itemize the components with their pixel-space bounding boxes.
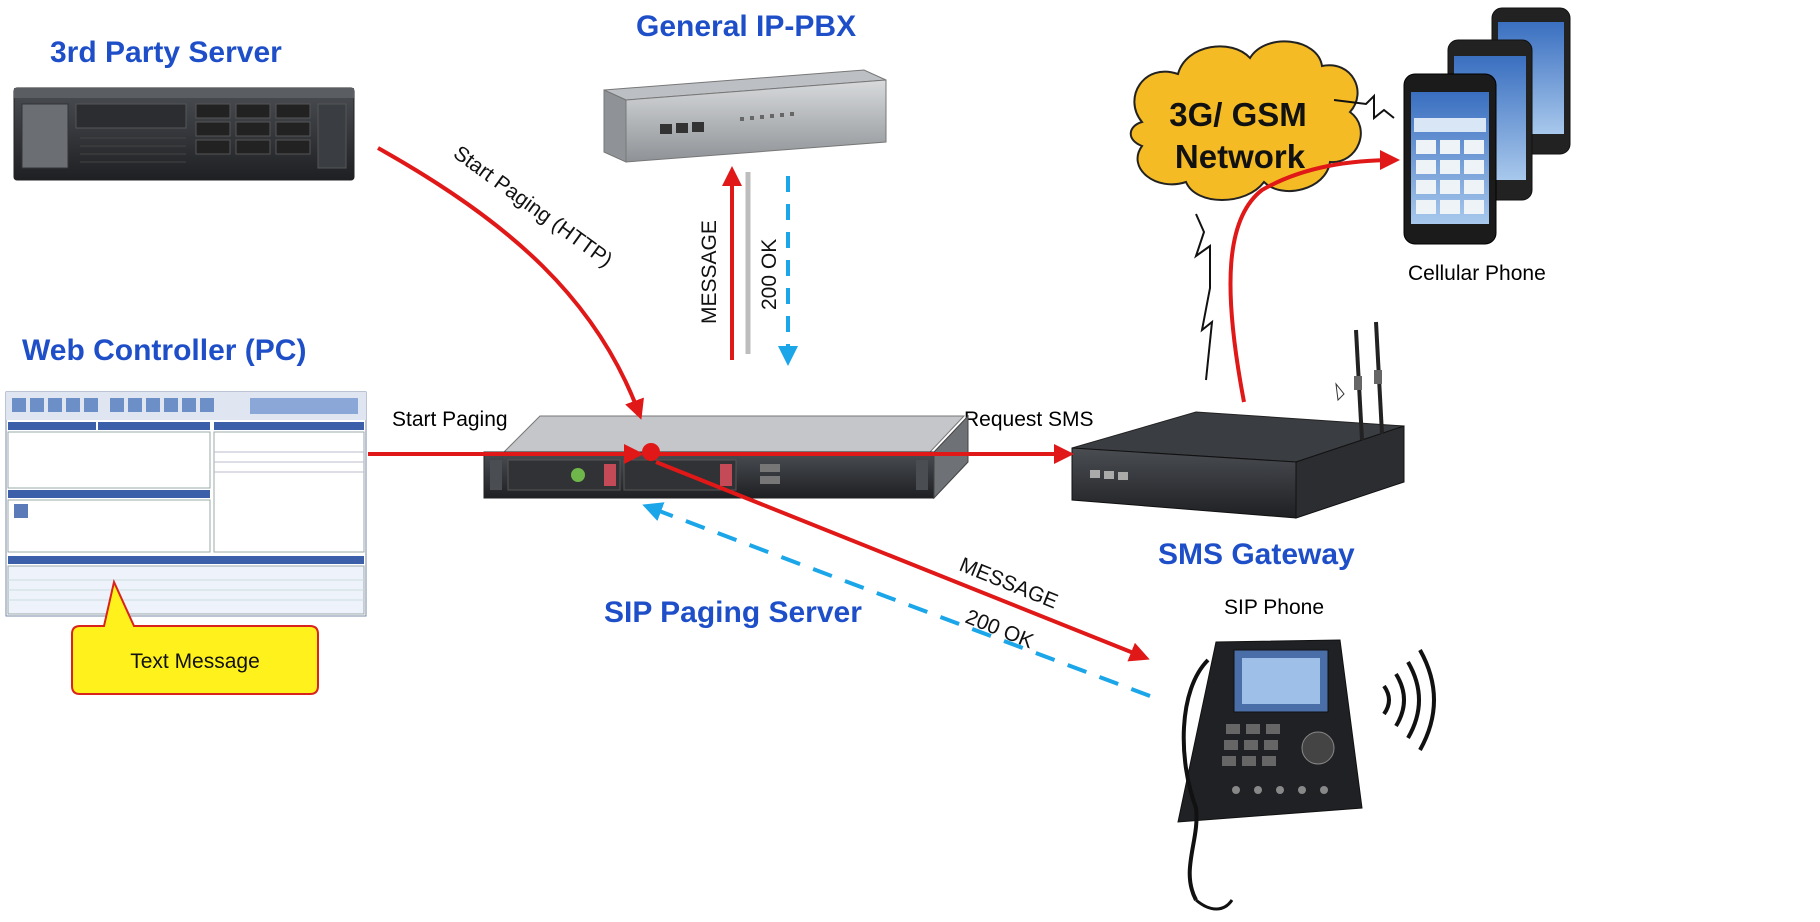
cloud-line-2: Network [1175, 138, 1306, 175]
title-web-controller: Web Controller (PC) [22, 334, 307, 367]
cellular-phone-device [1403, 7, 1571, 245]
label-200ok-vertical: 200 OK [758, 239, 781, 310]
title-sip-paging-server: SIP Paging Server [604, 596, 862, 629]
sip-phone-device [1177, 639, 1363, 911]
gateway-link-squiggle [1194, 213, 1214, 381]
web-controller-screenshot [5, 391, 367, 617]
label-message-vertical: MESSAGE [698, 220, 721, 324]
third-party-server-device [13, 87, 355, 181]
arrow-start-paging-http [377, 146, 644, 420]
title-sms-gateway: SMS Gateway [1158, 538, 1355, 571]
title-ip-pbx: General IP-PBX [636, 10, 857, 43]
label-cellular-phone: Cellular Phone [1408, 262, 1546, 285]
label-request-sms: Request SMS [964, 408, 1094, 431]
text-message-label: Text Message [130, 650, 260, 673]
arrow-message-sip-phone [655, 460, 1150, 662]
gsm-network-cloud: 3G/ GSM Network [1129, 40, 1362, 201]
cloud-link-squiggle [1333, 93, 1395, 121]
paging-origin-dot [642, 443, 660, 461]
arrow-200ok-sip-phone [642, 502, 1151, 698]
title-3rd-party-server: 3rd Party Server [50, 36, 282, 69]
label-sip-phone: SIP Phone [1224, 596, 1325, 619]
text-message-callout: Text Message [71, 578, 319, 695]
sms-gateway-device [1071, 321, 1405, 519]
cloud-line-1: 3G/ GSM [1169, 96, 1307, 133]
sip-paging-server-device [483, 414, 969, 500]
ring-waves [1382, 649, 1436, 751]
ip-pbx-device [603, 69, 887, 163]
label-200ok-diagonal: 200 OK [962, 605, 1037, 653]
label-start-paging: Start Paging [392, 408, 508, 431]
arrow-sms-to-cellular [1228, 150, 1400, 403]
